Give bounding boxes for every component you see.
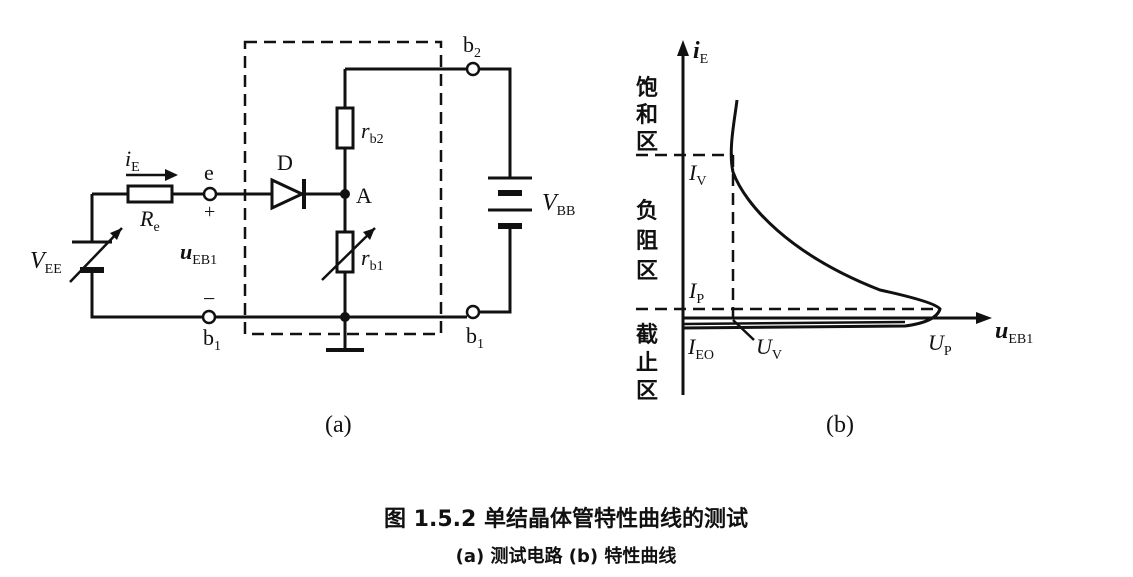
wire-top-b2	[345, 67, 512, 314]
ieo-sub: EO	[695, 348, 714, 363]
region-cutoff-3: 区	[636, 379, 658, 404]
x-axis-sub: EB1	[1008, 332, 1033, 347]
uv-leader	[732, 319, 755, 341]
region-cutoff-1: 截	[636, 323, 658, 348]
region-negative-2: 阻	[636, 229, 658, 254]
node-e-label: e	[204, 160, 214, 185]
caption-b: (b)	[826, 412, 854, 438]
diode-d	[270, 177, 306, 211]
rb2-label: rb2	[361, 118, 384, 147]
rb1-label: rb1	[361, 245, 384, 274]
rb1-variable-arrow	[321, 227, 376, 281]
node-b1-left-sub: 1	[214, 339, 221, 354]
x-axis-label: uEB1	[995, 318, 1033, 347]
uv-sub: V	[772, 348, 782, 363]
terminal-b1-right	[465, 304, 481, 320]
up-label: UP	[928, 330, 952, 359]
region-negative-1: 负	[636, 199, 658, 224]
node-b2-label: b2	[463, 32, 481, 61]
y-axis-sub: E	[700, 52, 709, 67]
terminal-e	[202, 186, 218, 202]
caption-a: (a)	[325, 412, 352, 438]
re-label: Re	[139, 206, 160, 235]
re-sub: e	[153, 220, 159, 235]
node-a-dot	[340, 189, 350, 199]
rb2-resistor	[335, 106, 355, 150]
node-b1-right-label: b1	[466, 323, 484, 352]
uv-label: UV	[756, 334, 782, 363]
ip-sub: P	[696, 292, 704, 307]
region-saturation-3: 区	[636, 130, 658, 155]
ujt-dashed-box	[243, 40, 443, 336]
region-saturation-2: 和	[636, 103, 658, 128]
node-a-label: A	[356, 183, 372, 208]
ueb1-label: uEB1	[180, 239, 217, 268]
diode-label: D	[277, 150, 293, 175]
vee-variable-arrowhead	[110, 228, 122, 240]
vbb-label: VBB	[542, 190, 575, 219]
vee-sub: EE	[45, 262, 62, 277]
circuit-a: iE Re VEE e + uEB1 − b1 D A rb2 rb1 b2 b…	[30, 32, 575, 438]
node-b1-right-sub: 1	[477, 337, 484, 352]
y-axis-label: iE	[693, 38, 708, 67]
re-resistor	[126, 184, 174, 204]
up-sub: P	[944, 344, 952, 359]
rb1-sub: b1	[370, 259, 384, 274]
rb1-variable-arrowhead	[363, 228, 375, 240]
vee-variable-arrow	[69, 227, 123, 283]
node-b1-left-label: b1	[203, 325, 221, 354]
x-axis-arrowhead	[976, 312, 992, 324]
ie-arrowhead	[165, 169, 178, 181]
terminal-b1-left	[201, 309, 217, 325]
iv-label: IV	[688, 160, 706, 189]
characteristic-curve	[682, 99, 942, 330]
terminal-b2	[465, 61, 481, 77]
figure-subtitle: (a) 测试电路 (b) 特性曲线	[456, 545, 677, 567]
iv-sub: V	[696, 174, 706, 189]
minus-sign: −	[203, 286, 215, 311]
ip-label: IP	[688, 278, 704, 307]
figure-title: 图 1.5.2 单结晶体管特性曲线的测试	[384, 506, 748, 532]
region-cutoff-2: 止	[636, 351, 658, 376]
wire-vee-left	[90, 194, 203, 319]
ieo-label: IEO	[687, 334, 714, 363]
rb2-sub: b2	[370, 132, 384, 147]
vee-label: VEE	[30, 248, 62, 277]
plus-sign: +	[204, 201, 215, 223]
region-negative-3: 区	[636, 259, 658, 284]
ie-sub: E	[131, 160, 140, 175]
cutoff-segment	[682, 320, 906, 326]
ie-label: iE	[125, 146, 140, 175]
graph-b: 饱 和 区 负 阻 区 截 止 区 iE uEB1 IV IP IEO UV U…	[636, 38, 1033, 438]
ueb1-sub: EB1	[192, 253, 217, 268]
vbb-sub: BB	[557, 204, 576, 219]
region-saturation-1: 饱	[636, 75, 658, 101]
node-b2-sub: 2	[474, 46, 481, 61]
y-axis-arrowhead	[677, 40, 689, 56]
